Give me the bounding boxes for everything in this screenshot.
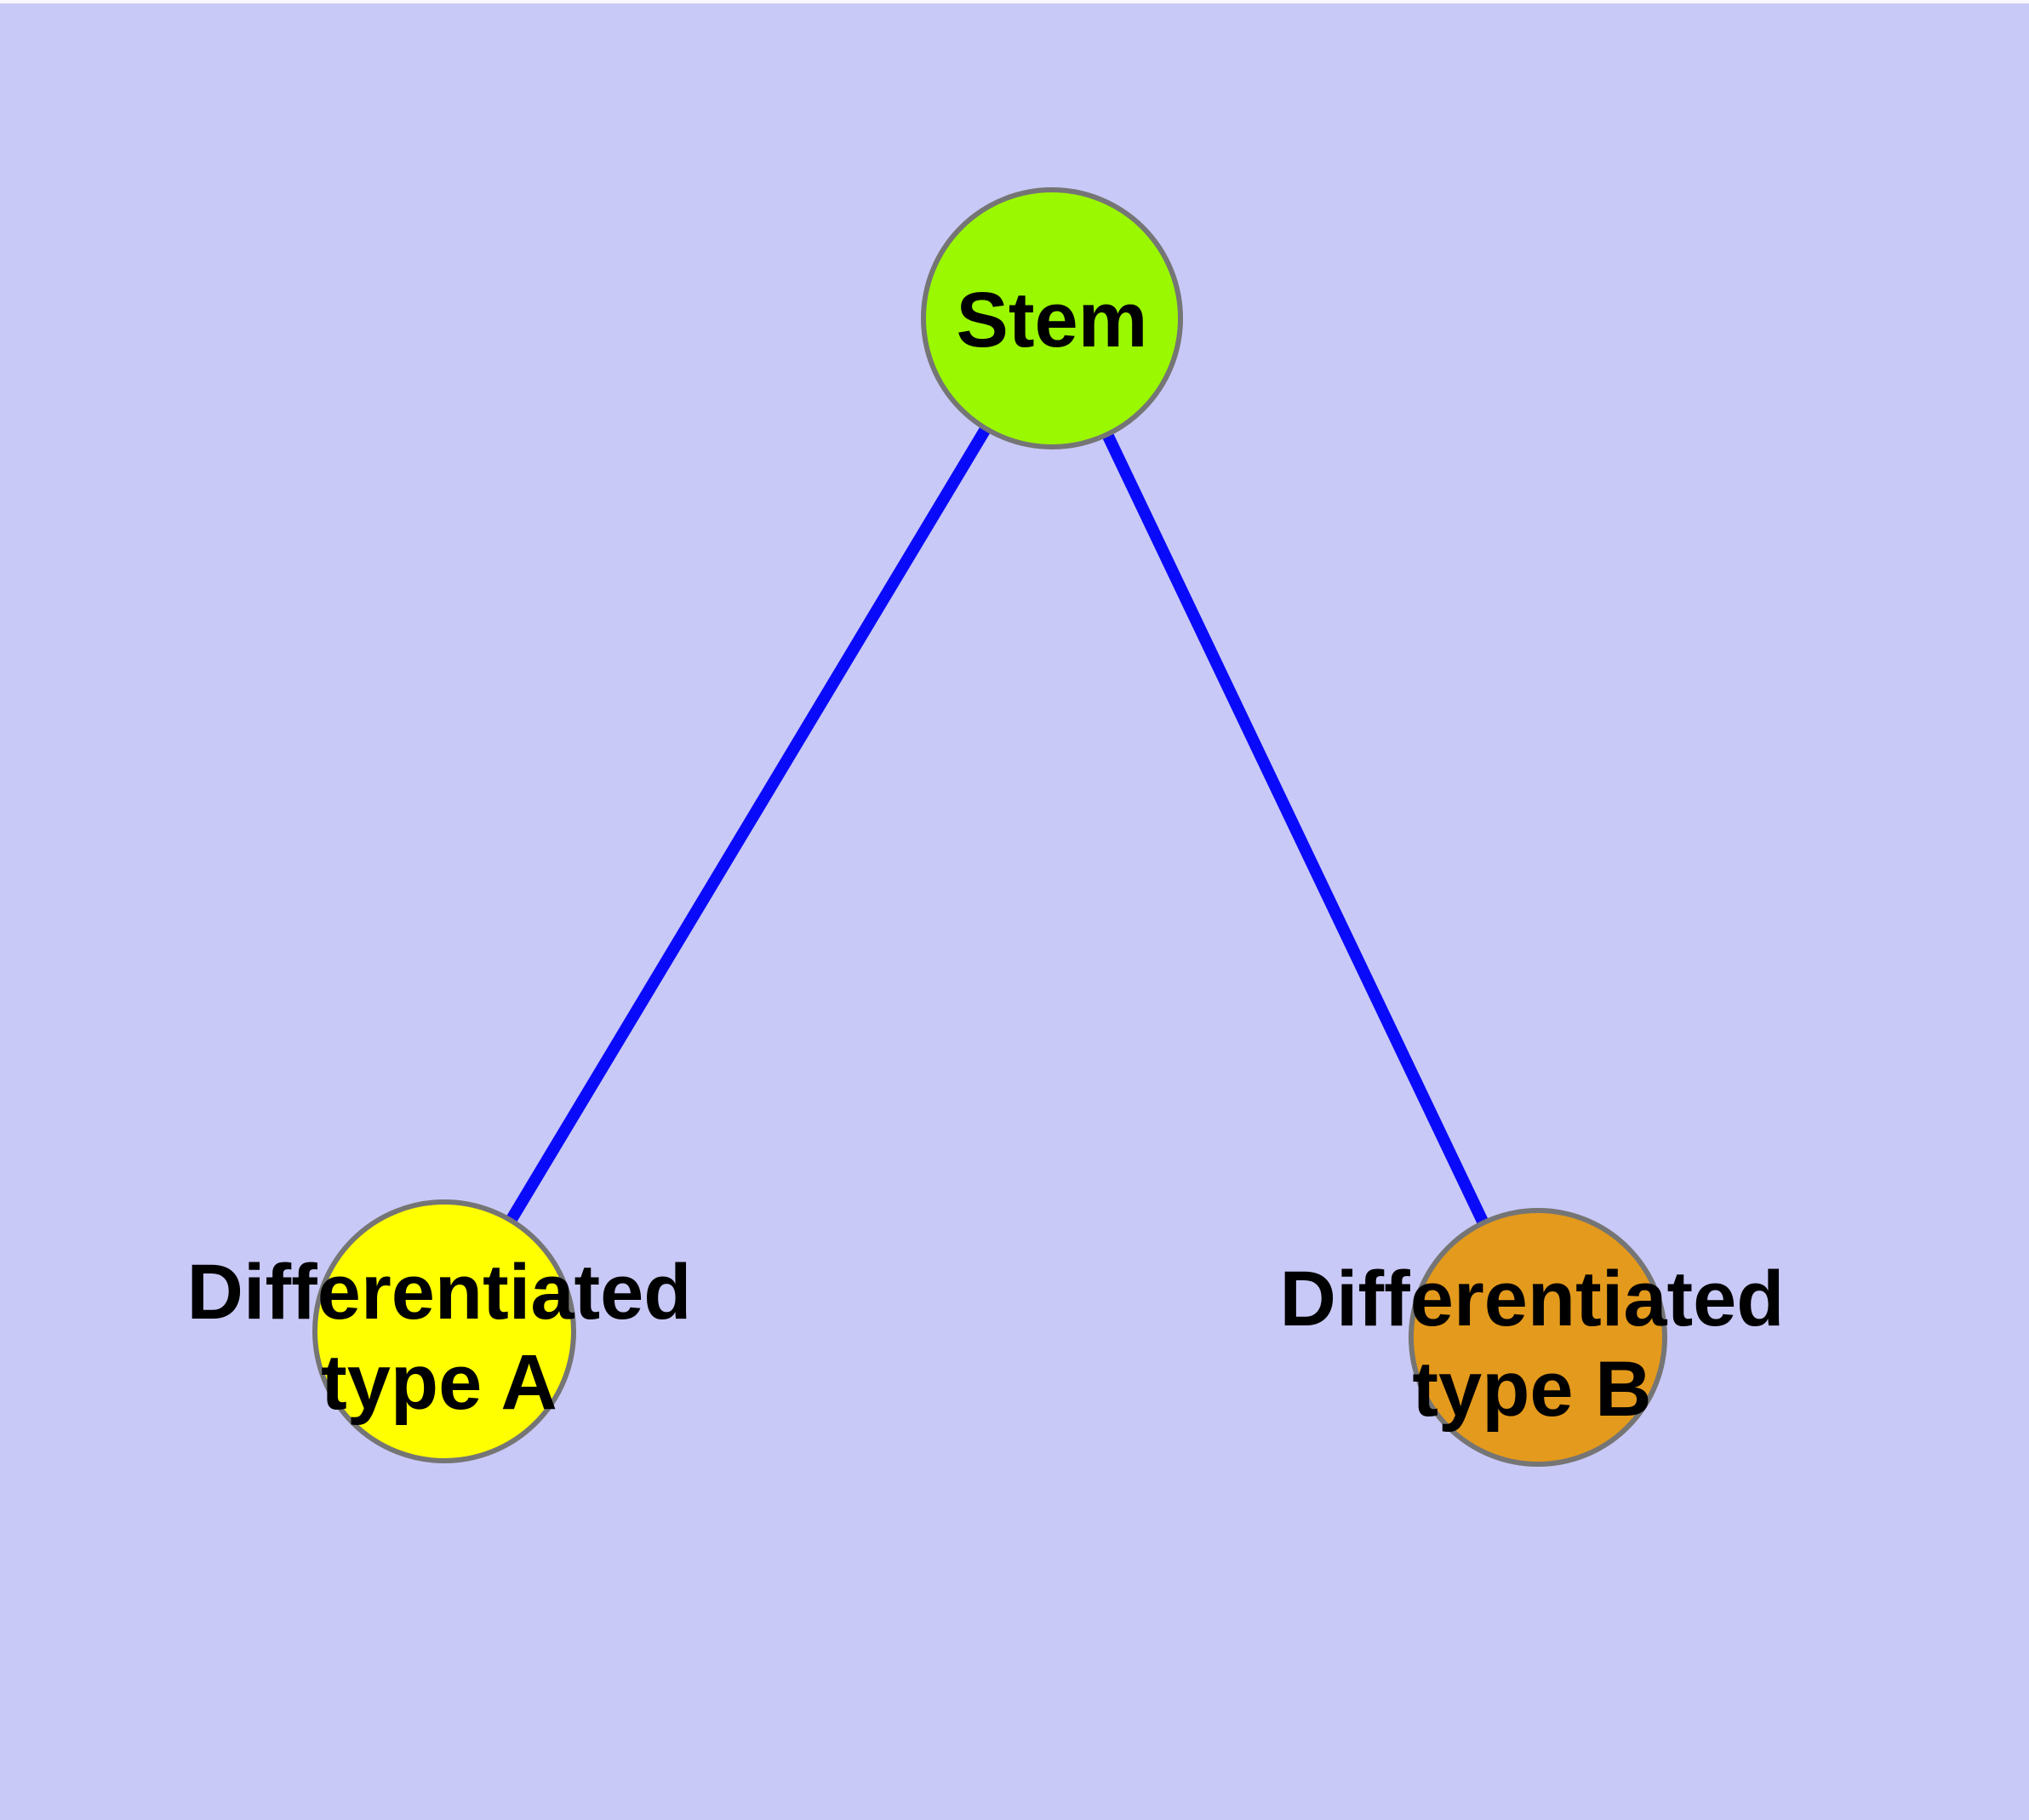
node-stem-label: Stem [957,277,1148,363]
node-type-a-label-line2: type A [321,1339,557,1426]
edge-stem-to-type-b [1046,315,1544,1341]
node-type-a-circle [312,1199,576,1463]
edge-stem-to-type-a [438,315,1058,1335]
node-type-a-label-line1: Differentiated [187,1249,692,1336]
node-type-b-label-line1: Differentiated [1280,1256,1785,1342]
top-edge-hairline [0,0,2029,3]
node-type-b-label-line2: type B [1412,1346,1651,1433]
node-stem-circle [921,187,1183,449]
node-type-b-circle [1409,1208,1667,1467]
